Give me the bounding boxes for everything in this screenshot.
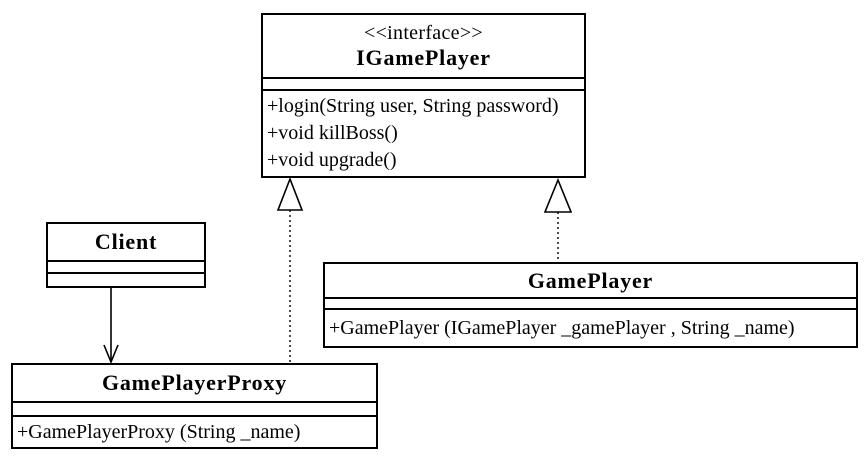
method-label: +void killBoss() <box>267 122 398 144</box>
method-label: +void upgrade() <box>267 149 397 171</box>
class-name-label: IGamePlayer <box>356 45 491 70</box>
class-box-gameplayerproxy: GamePlayerProxy +GamePlayerProxy (String… <box>11 363 378 449</box>
methods-compartment: +GamePlayerProxy (String _name) <box>13 415 376 447</box>
hollow-triangle-icon <box>276 176 304 211</box>
class-box-gameplayer: GamePlayer +GamePlayer (IGamePlayer _gam… <box>323 262 858 348</box>
title-compartment: <<interface>> IGamePlayer <box>263 15 584 77</box>
methods-compartment: +login(String user, String password) +vo… <box>263 89 584 176</box>
association-client-to-proxy <box>103 288 119 365</box>
hollow-triangle-icon <box>543 177 573 213</box>
title-compartment: GamePlayerProxy <box>13 365 376 401</box>
attributes-compartment <box>325 297 856 308</box>
attributes-compartment <box>263 77 584 89</box>
stereotype-label: <<interface>> <box>364 22 483 44</box>
methods-compartment <box>48 272 204 286</box>
realization-proxy-to-interface <box>276 176 304 362</box>
attributes-compartment <box>48 260 204 272</box>
method-label: +GamePlayerProxy (String _name) <box>17 420 301 443</box>
realization-gameplayer-to-interface <box>543 177 573 261</box>
class-name-label: GamePlayer <box>527 267 654 293</box>
open-arrowhead-icon <box>103 344 119 365</box>
method-label: +login(String user, String password) <box>267 95 559 117</box>
class-box-client: Client <box>46 222 206 288</box>
method-label: +GamePlayer (IGamePlayer _gamePlayer , S… <box>329 316 795 339</box>
class-name-label: GamePlayerProxy <box>101 370 288 395</box>
attributes-compartment <box>13 401 376 415</box>
title-compartment: Client <box>48 224 204 260</box>
title-compartment: GamePlayer <box>325 264 856 297</box>
class-box-igameplayer: <<interface>> IGamePlayer +login(String … <box>261 13 586 178</box>
methods-compartment: +GamePlayer (IGamePlayer _gamePlayer , S… <box>325 308 856 346</box>
class-name-label: Client <box>94 229 158 254</box>
